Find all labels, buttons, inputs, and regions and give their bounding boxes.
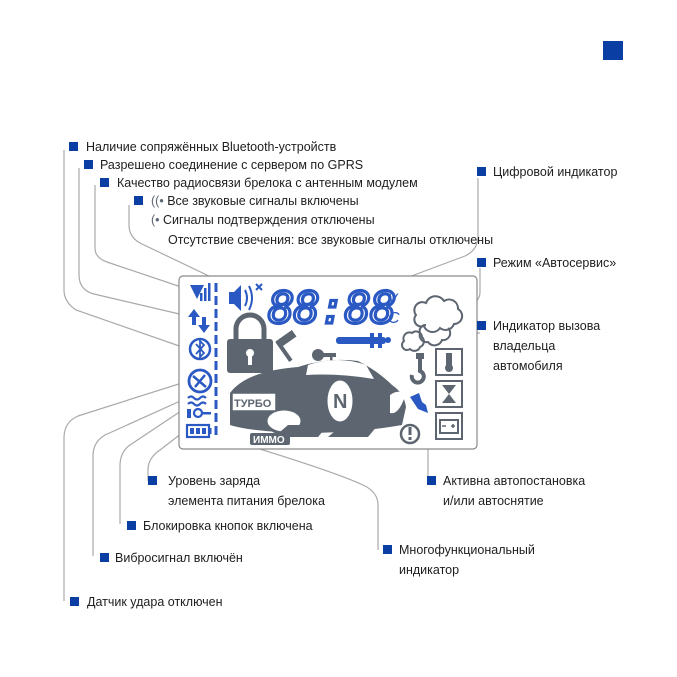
label-battery-1: Уровень заряда [168,474,261,488]
marker [134,196,143,205]
label-battery-2: элемента питания брелока [168,494,325,508]
speaker-icon [229,283,263,311]
label-owner-call-3: автомобиля [493,359,563,373]
label-vibro: Вибросигнал включён [115,551,243,565]
marker [69,142,78,151]
label-sound-none: Отсутствие свечения: все звуковые сигнал… [168,233,494,247]
label-sound-all: ((• Все звуковые сигналы включены [151,194,359,208]
label-radio-quality: Качество радиосвязи брелока с антенным м… [117,176,418,190]
marker [70,597,79,606]
lock-icon [227,312,273,373]
signal-icon [190,283,211,301]
marker [148,476,157,485]
speaker-muted-small-icon: (• [151,213,160,227]
label-sound-confirm-off: (• Сигналы подтверждения отключены [151,213,375,227]
label-shock-off: Датчик удара отключен [87,595,223,609]
label-gprs: Разрешено соединение с сервером по GPRS [100,158,364,172]
bluetooth-icon [188,337,212,361]
battery-icon [185,423,212,439]
label-owner-call-1: Индикатор вызова [493,319,601,333]
temperature-icon [435,348,463,376]
turbo-label: ТУРБО [234,398,272,410]
immo-label: ИММО [253,435,285,446]
car-battery-icon [435,412,463,440]
smoke-icon [401,295,464,352]
hammer-icon [275,329,297,362]
marker [100,553,109,562]
speaker-small-icon: ((• [151,194,164,208]
marker [477,167,486,176]
marker [477,258,486,267]
label-autostart-1: Активна автопостановка [443,474,586,488]
label-multifunction-2: индикатор [399,563,460,577]
unit-c: C [388,310,400,327]
car-image [230,359,406,437]
gprs-icon [188,309,210,333]
label-digital-indicator: Цифровой индикатор [493,165,618,179]
hourglass-icon [435,380,463,408]
label-keylock: Блокировка кнопок включена [143,519,313,533]
label-autoservice: Режим «Автосервис» [493,256,617,270]
marker [127,521,136,530]
key-lock-icon [187,407,211,419]
label-owner-call-2: владельца [493,339,556,353]
key-icon [312,349,336,361]
marker [477,321,486,330]
warning-icon [399,423,421,445]
marker [427,476,436,485]
hand-icon [410,393,428,413]
vibration-icon [187,395,207,407]
shock-sensor-icon [187,368,213,394]
lcd-panel: 88:88 V C [178,275,478,450]
digital-indicator-digits: 88:88 [268,283,395,334]
marker [84,160,93,169]
service-wrench-icon [336,333,391,348]
hook-icon [409,353,426,385]
marker [100,178,109,187]
label-bluetooth: Наличие сопряжённых Bluetooth-устройств [86,140,337,154]
corner-marker [603,41,623,60]
label-autostart-2: и/или автоснятие [443,494,544,508]
car-letter: N [333,391,347,413]
label-multifunction-1: Многофункциональный [399,543,535,557]
marker [383,545,392,554]
unit-v: V [388,290,399,306]
